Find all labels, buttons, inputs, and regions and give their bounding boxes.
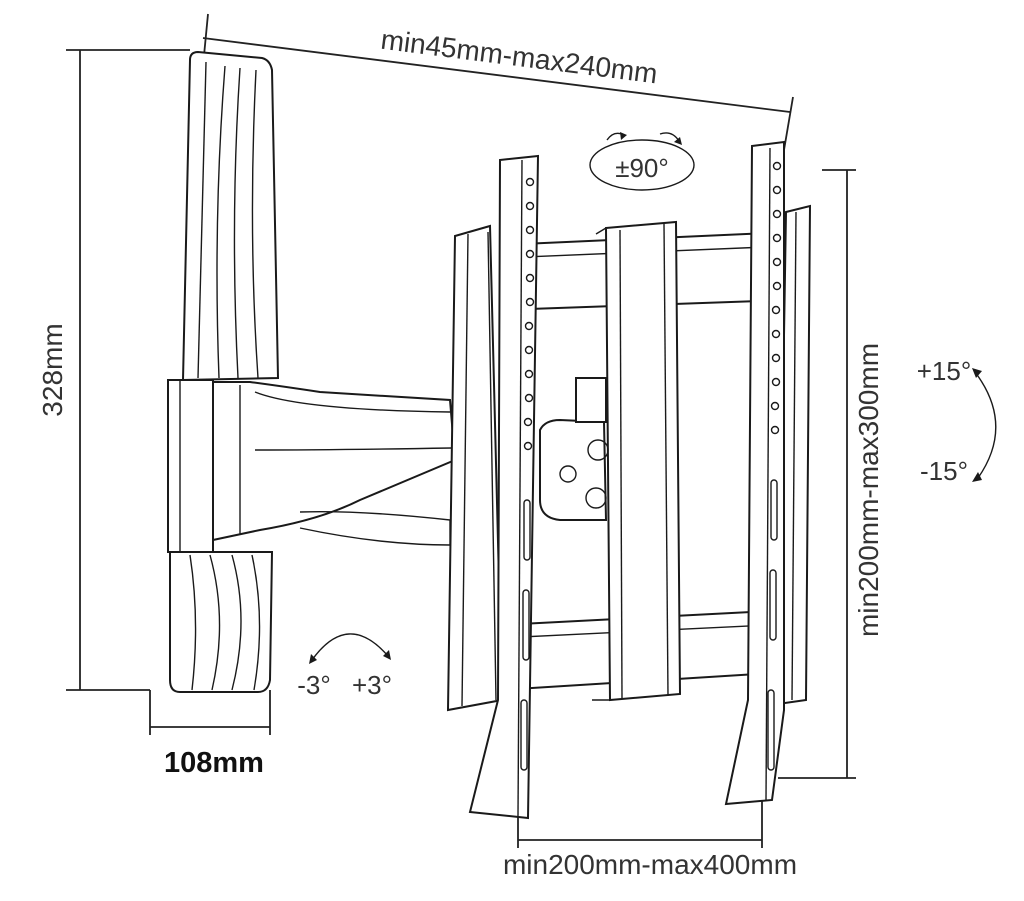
tilt-up-label: +15° <box>917 356 972 386</box>
vertical-vesa-label: min200mm-max300mm <box>853 343 884 637</box>
arm-depth-dimension: min45mm-max240mm <box>202 13 794 151</box>
horizontal-vesa-label: min200mm-max400mm <box>503 849 797 880</box>
tilt-arrow-up-icon <box>972 368 982 378</box>
hinge-block <box>575 377 607 423</box>
level-minus-label: -3° <box>297 670 331 700</box>
rotate-arrow-right-icon <box>674 137 682 145</box>
height-label: 328mm <box>37 323 68 416</box>
horizontal-vesa-dimension: min200mm-max400mm <box>503 800 797 880</box>
height-dimension: 328mm <box>37 49 190 691</box>
tilt-indicator: +15° -15° <box>917 356 997 486</box>
left-bracket <box>446 224 504 712</box>
tilt-head <box>539 220 682 702</box>
pivot-bolt-top-icon <box>587 439 609 461</box>
pivot-bolt-center-icon <box>559 465 577 483</box>
arm-depth-label: min45mm-max240mm <box>379 24 659 90</box>
level-arrow-left-icon <box>309 654 317 664</box>
tilt-arrow-down-icon <box>972 472 982 482</box>
pivot-bolt-bottom-icon <box>585 487 607 509</box>
wall-plate-dimension: 108mm <box>149 690 271 779</box>
wall-plate-label: 108mm <box>164 747 264 779</box>
rotation-label: ±90° <box>615 153 669 183</box>
right-vesa-arm <box>724 140 785 806</box>
level-indicator: -3° +3° <box>297 633 392 700</box>
mount-drawing <box>167 50 812 820</box>
level-plus-label: +3° <box>352 670 392 700</box>
right-arm-holes <box>767 161 782 771</box>
rotate-arrow-left-icon <box>620 132 627 140</box>
tilt-down-label: -15° <box>920 456 968 486</box>
swing-arm <box>212 381 457 546</box>
vertical-vesa-dimension: min200mm-max300mm <box>778 169 884 779</box>
level-arrow-right-icon <box>383 650 391 660</box>
wall-plate <box>167 50 280 693</box>
left-vesa-arm <box>468 154 540 820</box>
rotation-indicator: ±90° <box>589 132 695 191</box>
left-arm-holes <box>520 177 535 771</box>
